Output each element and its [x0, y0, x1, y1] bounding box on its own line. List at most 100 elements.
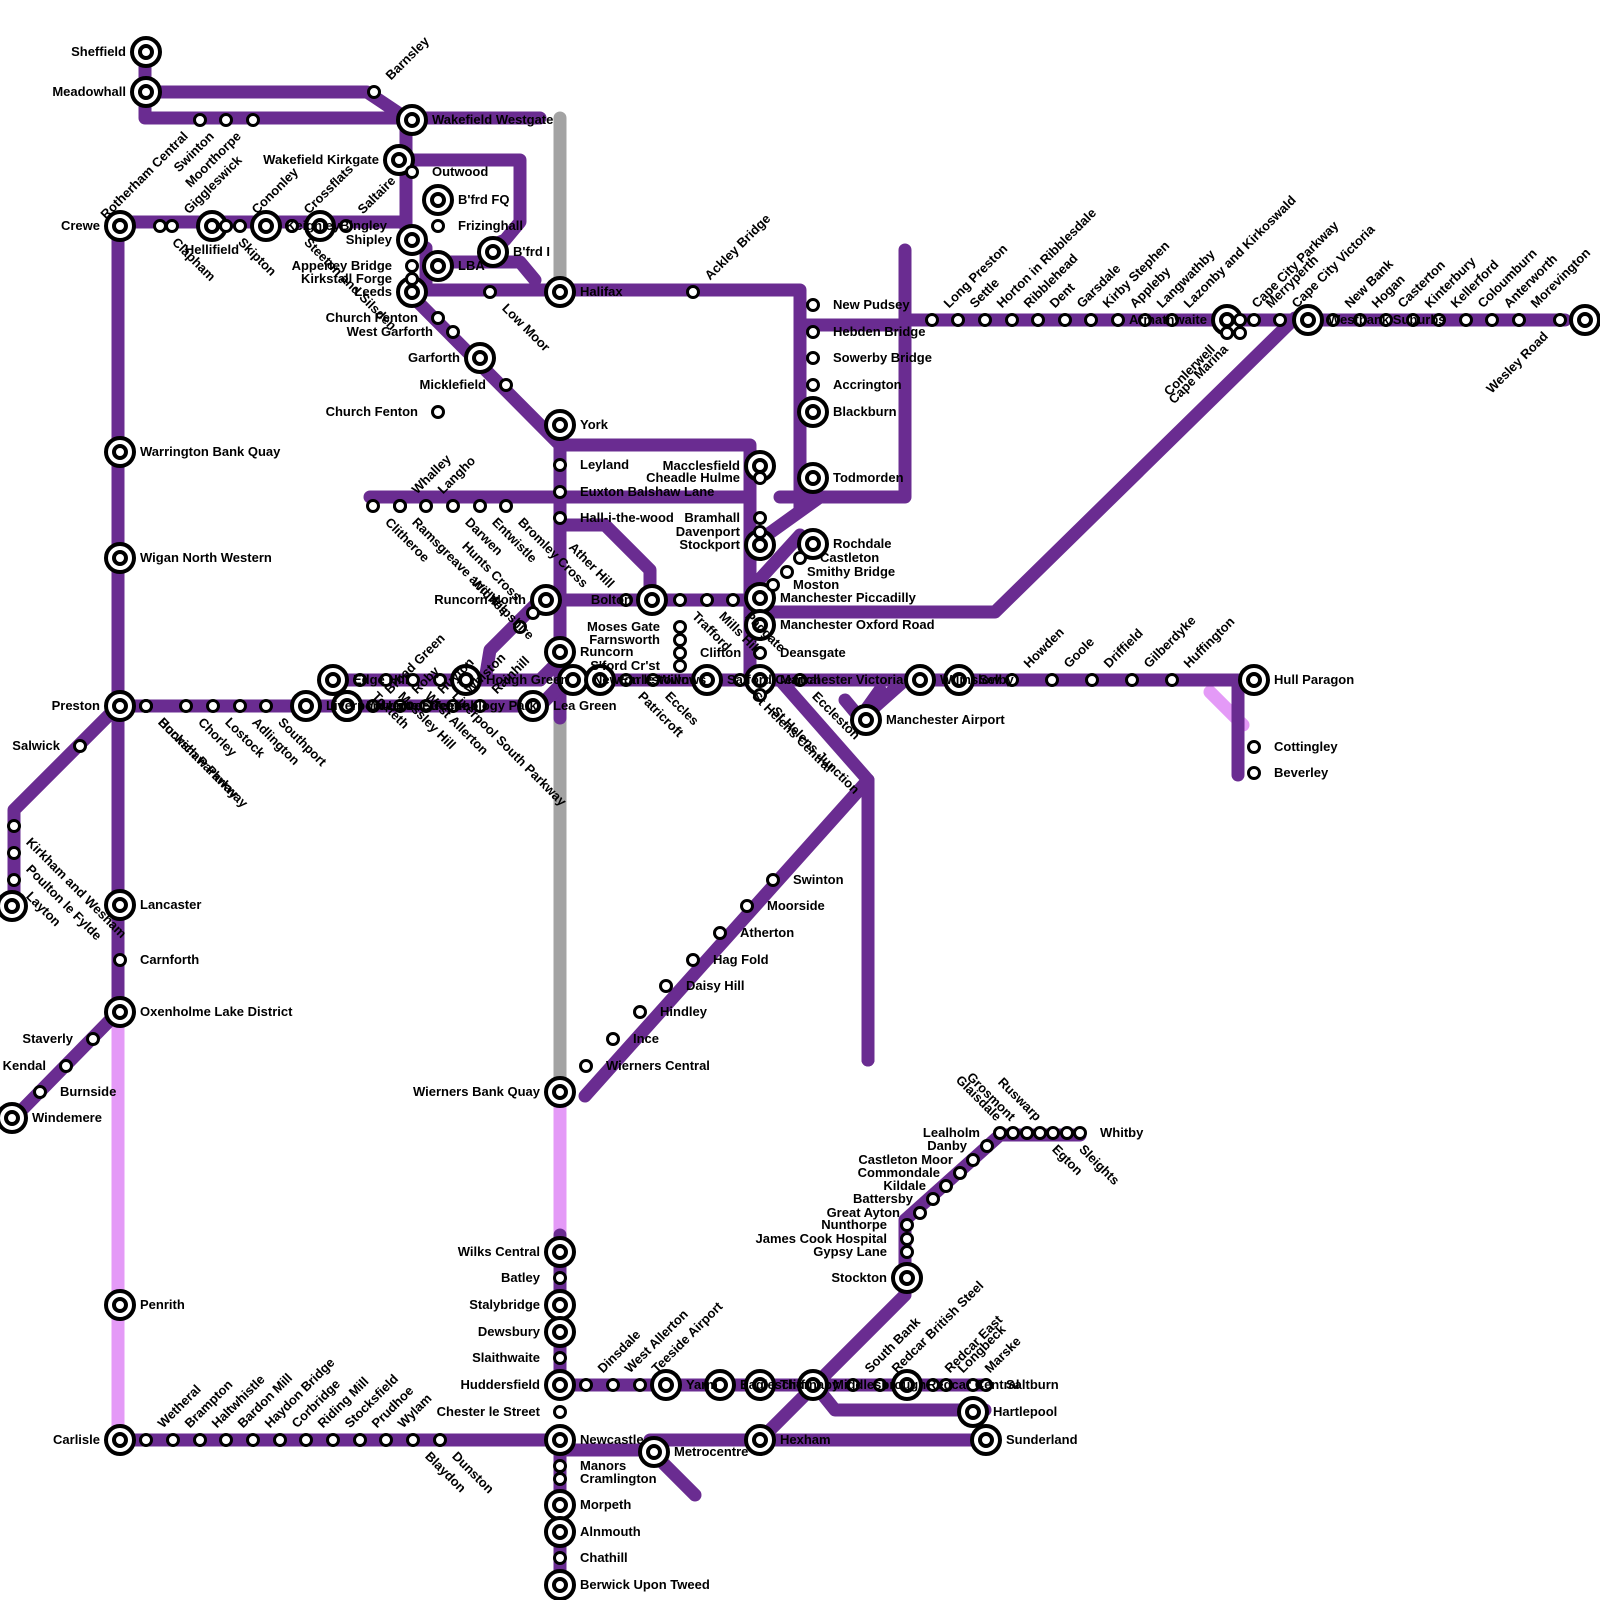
- station-bfrd-fq[interactable]: [424, 186, 452, 214]
- station-york[interactable]: [546, 411, 574, 439]
- station-poulton-le-fylde-104[interactable]: [9, 848, 20, 859]
- station-morpeth[interactable]: [546, 1491, 574, 1519]
- station-euxton-balshaw-lane-23[interactable]: [555, 487, 566, 498]
- station-great-ayton-148[interactable]: [915, 1208, 926, 1219]
- station-atherton-112[interactable]: [715, 928, 726, 939]
- station-dinsdale-121[interactable]: [581, 1380, 592, 1391]
- station-merryperth-45[interactable]: [1249, 315, 1260, 326]
- station-berwick-upon-tweed[interactable]: [546, 1571, 574, 1599]
- station-skipton-9[interactable]: [221, 221, 232, 232]
- station-blaydon-143[interactable]: [408, 1435, 419, 1446]
- station-wetheral-133[interactable]: [141, 1435, 152, 1446]
- station-wesley-road-56[interactable]: [1555, 315, 1566, 326]
- station-dewsbury[interactable]: [546, 1318, 574, 1346]
- station-whalley-59[interactable]: [395, 501, 406, 512]
- station-chathill-132[interactable]: [555, 1553, 566, 1564]
- station-cheadle-hulme-25[interactable]: [755, 473, 766, 484]
- station-brampton-134[interactable]: [168, 1435, 179, 1446]
- station-castleton-28[interactable]: [795, 553, 806, 564]
- station-danby-153[interactable]: [982, 1141, 993, 1152]
- station-wakefield-westgate[interactable]: [398, 106, 426, 134]
- station-manors-130[interactable]: [555, 1461, 566, 1472]
- station-metrocentre[interactable]: [640, 1438, 668, 1466]
- station-oxenholme-lake-district[interactable]: [106, 998, 134, 1026]
- station-coloumburn-53[interactable]: [1461, 315, 1472, 326]
- station-rotherham-central-1[interactable]: [195, 115, 206, 126]
- station-kendal-108[interactable]: [61, 1061, 72, 1072]
- station-chorley-97[interactable]: [181, 701, 192, 712]
- station-penrith[interactable]: [106, 1291, 134, 1319]
- station-moses-gate-70[interactable]: [675, 622, 686, 633]
- station-garforth[interactable]: [466, 344, 494, 372]
- station-carnforth-106[interactable]: [115, 955, 126, 966]
- station-garsdale-38[interactable]: [1060, 315, 1071, 326]
- station-corbridge-138[interactable]: [275, 1435, 286, 1446]
- station-daisy-hill-114[interactable]: [661, 981, 672, 992]
- station-loveton[interactable]: [1571, 306, 1599, 334]
- station-grosmont-157[interactable]: [1022, 1128, 1033, 1139]
- station-barnsley-0[interactable]: [369, 87, 380, 98]
- station-cottingley-85[interactable]: [1249, 742, 1260, 753]
- station-hartlepool[interactable]: [959, 1398, 987, 1426]
- station-langho-58[interactable]: [421, 501, 432, 512]
- station-swinton-2[interactable]: [221, 115, 232, 126]
- station-hexham[interactable]: [746, 1426, 774, 1454]
- station-hebden-bridge-32[interactable]: [808, 327, 819, 338]
- station-horton-in-ribblesdale-35[interactable]: [980, 315, 991, 326]
- station-ruswarp-159[interactable]: [1048, 1128, 1059, 1139]
- station-james-cook-hospital-146[interactable]: [902, 1234, 913, 1245]
- station-commondale-151[interactable]: [955, 1168, 966, 1179]
- station-wilmslow[interactable]: [906, 666, 934, 694]
- station-yarm[interactable]: [652, 1371, 680, 1399]
- station-kirby-stephen-39[interactable]: [1086, 315, 1097, 326]
- station-low-moor-17[interactable]: [485, 287, 496, 298]
- station-anterworth-54[interactable]: [1487, 315, 1498, 326]
- station-carlisle[interactable]: [106, 1426, 134, 1454]
- station-ribblehead-36[interactable]: [1007, 315, 1018, 326]
- station-sheffield[interactable]: [132, 38, 160, 66]
- station-burnside-109[interactable]: [35, 1087, 46, 1098]
- station-clitheroe-60[interactable]: [368, 501, 379, 512]
- station-new-pudsey-31[interactable]: [808, 300, 819, 311]
- station-cape-marina-46[interactable]: [1235, 328, 1246, 339]
- station-runcorn[interactable]: [546, 638, 574, 666]
- station-teeside-airport-123[interactable]: [635, 1380, 646, 1391]
- station-conlerwell-44[interactable]: [1222, 328, 1233, 339]
- station-gypsy-lane-147[interactable]: [902, 1247, 913, 1258]
- station-liverpool-lime-street[interactable]: [292, 692, 320, 720]
- station-lba[interactable]: [424, 252, 452, 280]
- station-stockton[interactable]: [893, 1264, 921, 1292]
- station-chester-le-street-120[interactable]: [555, 1407, 566, 1418]
- station-stocksfield-140[interactable]: [328, 1435, 339, 1446]
- station-lealholm-154[interactable]: [995, 1128, 1006, 1139]
- station-outwood-4[interactable]: [407, 167, 418, 178]
- station-cramlington-131[interactable]: [555, 1474, 566, 1485]
- station-leyland-22[interactable]: [555, 460, 566, 471]
- station-huffington-84[interactable]: [1167, 675, 1178, 686]
- station-hull-paragon[interactable]: [1240, 666, 1268, 694]
- station-appleby-40[interactable]: [1113, 315, 1124, 326]
- station-apperley-bridge-15[interactable]: [407, 261, 418, 272]
- station-sunderland[interactable]: [972, 1426, 1000, 1454]
- station-meadowhall[interactable]: [132, 78, 160, 106]
- station-west-allerton-122[interactable]: [608, 1380, 619, 1391]
- station-layton-105[interactable]: [9, 875, 20, 886]
- station-dunston-144[interactable]: [435, 1435, 446, 1446]
- station-smithy-bridge-29[interactable]: [782, 567, 793, 578]
- station-glaisdale-155[interactable]: [1008, 1128, 1019, 1139]
- station-cape-city-parkway-43[interactable]: [1235, 315, 1246, 326]
- station-halifax[interactable]: [546, 278, 574, 306]
- station-sowerby-bridge-33[interactable]: [808, 353, 819, 364]
- station-beverley-86[interactable]: [1249, 768, 1260, 779]
- station-riding-mill-139[interactable]: [301, 1435, 312, 1446]
- station-haydon-bridge-137[interactable]: [248, 1435, 259, 1446]
- station-wylam-142[interactable]: [381, 1435, 392, 1446]
- station-cononley-10[interactable]: [235, 221, 246, 232]
- station-driffield-82[interactable]: [1087, 675, 1098, 686]
- station-huddersfield[interactable]: [546, 1371, 574, 1399]
- station-swinton-110[interactable]: [768, 875, 779, 886]
- station-bromley-cross-63[interactable]: [501, 501, 512, 512]
- station-moston-30[interactable]: [768, 580, 779, 591]
- station-cape-city-victoria-47[interactable]: [1275, 315, 1286, 326]
- station-whitby-160[interactable]: [1075, 1128, 1086, 1139]
